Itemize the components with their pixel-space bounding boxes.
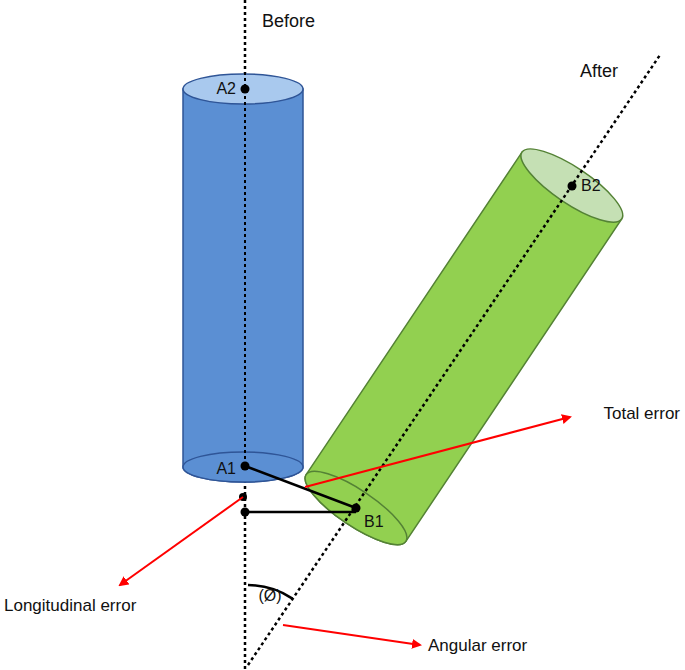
angle-label: (Ø) bbox=[258, 587, 281, 605]
points bbox=[239, 85, 577, 517]
error-triangle bbox=[245, 466, 356, 512]
point-label: B1 bbox=[364, 513, 384, 531]
after-axis bbox=[248, 55, 660, 665]
callout-arrows bbox=[120, 417, 570, 645]
point-label: A1 bbox=[216, 460, 236, 478]
callout-label: Angular error bbox=[428, 637, 527, 656]
callout-label: Longitudinal error bbox=[4, 597, 136, 616]
view-title: Before bbox=[262, 12, 315, 32]
point-label: A2 bbox=[216, 80, 236, 98]
before-axis-overlay bbox=[244, 0, 246, 467]
point-label: B2 bbox=[581, 177, 601, 195]
view-title: After bbox=[580, 62, 618, 82]
before-cylinder bbox=[183, 74, 303, 482]
callout-label: Total error bbox=[603, 405, 680, 424]
